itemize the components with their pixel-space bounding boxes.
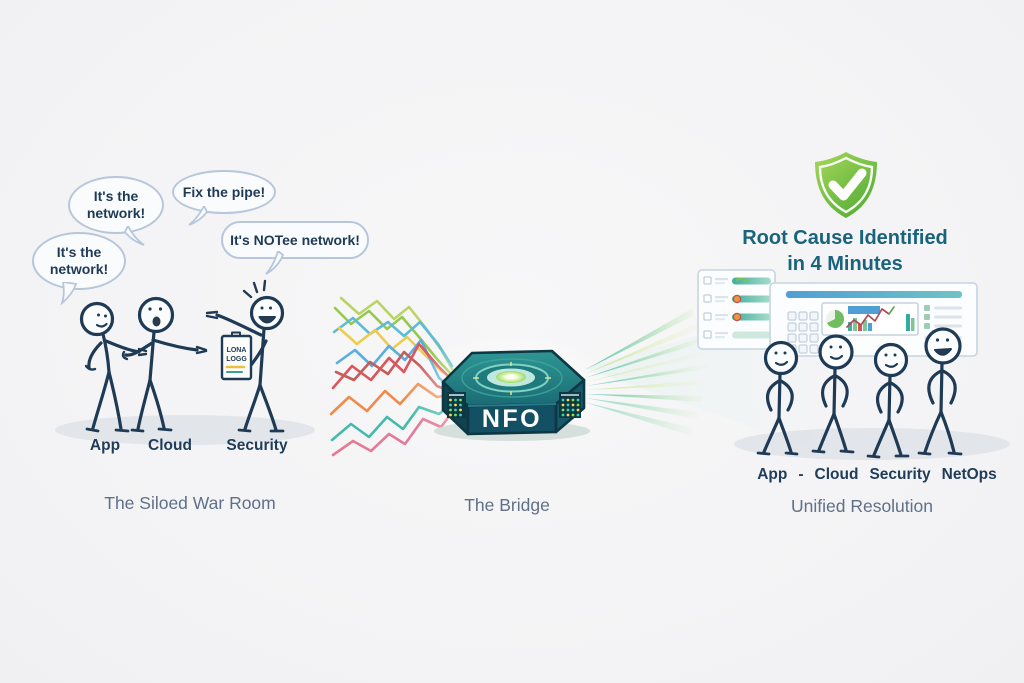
headline-root-cause: Root Cause Identified in 4 Minutes: [742, 225, 948, 278]
headline-line1: Root Cause Identified: [742, 227, 948, 249]
unified-team-illustration: [756, 327, 963, 459]
figure-app-resolved: [756, 340, 799, 456]
clipboard-text-line1: LONA: [227, 347, 247, 354]
dashboard-chart-card: [821, 302, 919, 336]
dashboard-toolbar: [786, 291, 962, 298]
figure-cloud-resolved: [811, 334, 855, 454]
dashboard-main-panel: [769, 282, 978, 357]
speech-bubble-tail: [124, 226, 145, 246]
caption-unified-resolution: Unified Resolution: [790, 496, 934, 516]
headline-line2: in 4 Minutes: [787, 253, 903, 276]
speech-bubble-network-1: It's the network!: [68, 176, 164, 234]
role-label-security-resolved: Security: [869, 466, 931, 483]
figure-cloud: [121, 296, 208, 433]
figure-security-resolved: [866, 342, 910, 459]
device-label: NFO: [482, 405, 542, 433]
dashboard-illustration: [697, 269, 978, 357]
role-label-app-resolved: App: [757, 466, 788, 483]
clipboard-text-line2: LOGG: [226, 356, 247, 363]
role-separator-dash: -: [798, 466, 804, 483]
role-label-app: App: [89, 437, 121, 454]
speech-bubble-network-2: It's the network!: [32, 232, 126, 290]
log-clipboard: LONA LOGG: [220, 331, 253, 381]
role-label-cloud: Cloud: [148, 437, 192, 454]
nfo-device: NFO: [401, 334, 621, 450]
device-radar-rings: [461, 358, 563, 398]
dashboard-side-panel: [697, 269, 776, 350]
figure-netops-resolved: [917, 327, 963, 456]
speech-bubble-tail: [188, 206, 208, 226]
arguing-figures-illustration: LONA LOGG: [79, 279, 285, 433]
device-led-panel-left: [447, 392, 466, 418]
speech-bubble-tail: [265, 251, 284, 275]
caption-the-bridge: The Bridge: [464, 495, 550, 515]
bar-chart-icon: [848, 314, 915, 331]
speech-bubble-not-network: It's NOTee network!: [221, 221, 369, 259]
device-led-panel-right: [559, 392, 581, 418]
shield-check-icon: [815, 152, 877, 218]
role-label-cloud-resolved: Cloud: [814, 466, 859, 483]
caption-siloed-war-room: The Siloed War Room: [104, 493, 276, 513]
speech-bubble-fix-pipe: Fix the pipe!: [172, 170, 276, 214]
speech-bubble-tail: [60, 282, 78, 306]
dashboard-grid: [787, 311, 819, 354]
role-label-netops-resolved: NetOps: [941, 466, 997, 483]
figure-security: [205, 279, 285, 433]
figure-app: [79, 301, 148, 433]
trend-line-icon: [846, 308, 890, 328]
resolved-roles-line: App - Cloud Security NetOps: [757, 466, 997, 484]
role-label-security: Security: [226, 437, 288, 454]
